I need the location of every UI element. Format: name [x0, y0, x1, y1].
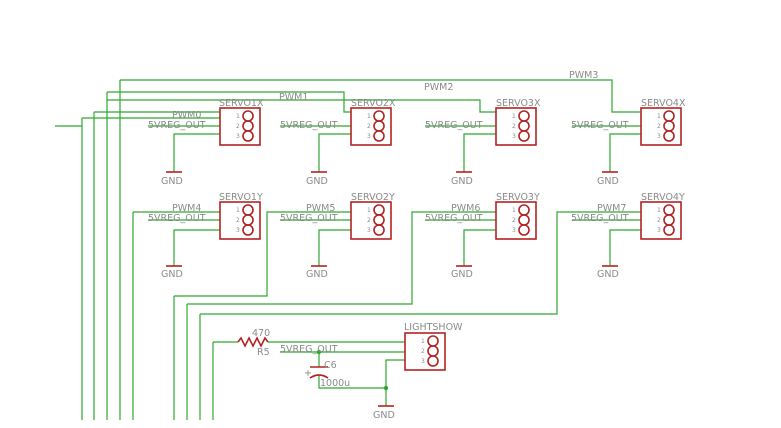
svg-text:2: 2	[512, 123, 516, 130]
net-label-5vreg: 5VREG_OUT	[280, 120, 338, 131]
net-label-gnd: GND	[161, 176, 183, 187]
resistor-r5	[237, 336, 269, 348]
net-label-gnd: GND	[373, 410, 395, 421]
net-label-pwm3: PWM3	[569, 70, 598, 81]
connector-servo3y	[495, 201, 537, 240]
connector-label-servo4y: SERVO4Y	[641, 192, 685, 203]
net-label-gnd: GND	[306, 176, 328, 187]
net-label-pwm5: PWM5	[306, 203, 335, 214]
svg-text:1: 1	[236, 113, 240, 120]
net-label-gnd: GND	[451, 176, 473, 187]
connector-lightshow	[404, 332, 446, 371]
net-label-5vreg: 5VREG_OUT	[280, 344, 338, 355]
svg-text:1: 1	[421, 338, 425, 345]
svg-text:3: 3	[657, 133, 661, 140]
svg-text:1: 1	[236, 207, 240, 214]
svg-text:2: 2	[367, 123, 371, 130]
connector-servo2x	[350, 107, 392, 146]
svg-text:3: 3	[421, 358, 425, 365]
connector-label-servo3x: SERVO3X	[496, 98, 541, 109]
net-label-gnd: GND	[597, 176, 619, 187]
svg-text:2: 2	[236, 217, 240, 224]
net-label-pwm7: PWM7	[597, 203, 626, 214]
svg-text:2: 2	[512, 217, 516, 224]
svg-text:3: 3	[512, 227, 516, 234]
connector-servo1x	[219, 107, 261, 146]
net-label-5vreg: 5VREG_OUT	[425, 213, 483, 224]
net-label-5vreg: 5VREG_OUT	[425, 120, 483, 131]
svg-text:3: 3	[512, 133, 516, 140]
svg-text:1: 1	[367, 113, 371, 120]
svg-text:1: 1	[657, 113, 661, 120]
pin-numbers: 1 2 3 1 2 3 1 2 3 1 2 3 1 2 3 1 2 3 1 2 3 1 2 3 1 2 3	[236, 113, 661, 365]
connector-label-servo1y: SERVO1Y	[219, 192, 263, 203]
svg-text:3: 3	[367, 133, 371, 140]
svg-text:1: 1	[657, 207, 661, 214]
connector-label-lightshow: LIGHTSHOW	[404, 322, 463, 333]
connector-servo3x	[495, 107, 537, 146]
net-label-gnd: GND	[161, 269, 183, 280]
net-label-5vreg: 5VREG_OUT	[148, 213, 206, 224]
svg-text:2: 2	[421, 348, 425, 355]
capacitor-name: C6	[324, 360, 337, 371]
junction-dot	[383, 385, 389, 391]
connector-servo1y	[219, 201, 261, 240]
connector-servo4y	[640, 201, 682, 240]
resistor-name: R5	[257, 347, 270, 358]
capacitor-value: 1000u	[320, 378, 350, 389]
connector-label-servo3y: SERVO3Y	[496, 192, 540, 203]
net-label-pwm1: PWM1	[279, 92, 308, 103]
svg-text:1: 1	[367, 207, 371, 214]
net-label-5vreg: 5VREG_OUT	[571, 120, 629, 131]
junction-dot	[316, 349, 322, 355]
connector-label-servo2y: SERVO2Y	[351, 192, 395, 203]
net-label-5vreg: 5VREG_OUT	[280, 213, 338, 224]
svg-text:3: 3	[236, 227, 240, 234]
svg-text:2: 2	[657, 217, 661, 224]
connector-servo2y	[350, 201, 392, 240]
connector-servo4x	[640, 107, 682, 146]
net-label-pwm6: PWM6	[451, 203, 480, 214]
connector-label-servo1x: SERVO1X	[219, 98, 264, 109]
svg-text:3: 3	[367, 227, 371, 234]
net-label-5vreg: 5VREG_OUT	[148, 120, 206, 131]
capacitor-polarity: +	[304, 368, 312, 379]
resistor-value: 470	[252, 328, 270, 339]
ground-symbols	[166, 171, 618, 407]
net-label-gnd: GND	[597, 269, 619, 280]
svg-text:1: 1	[512, 113, 516, 120]
net-label-pwm2: PWM2	[424, 82, 453, 93]
connector-label-servo4x: SERVO4X	[641, 98, 686, 109]
svg-text:3: 3	[236, 133, 240, 140]
net-label-5vreg: 5VREG_OUT	[571, 213, 629, 224]
svg-text:2: 2	[657, 123, 661, 130]
svg-text:2: 2	[367, 217, 371, 224]
wires	[55, 79, 645, 420]
net-label-pwm0: PWM0	[172, 110, 201, 121]
connector-label-servo2x: SERVO2X	[351, 98, 396, 109]
svg-text:3: 3	[657, 227, 661, 234]
svg-text:1: 1	[512, 207, 516, 214]
capacitor-c6	[309, 366, 329, 379]
svg-text:2: 2	[236, 123, 240, 130]
net-label-pwm4: PWM4	[172, 203, 201, 214]
net-label-gnd: GND	[306, 269, 328, 280]
net-label-gnd: GND	[451, 269, 473, 280]
